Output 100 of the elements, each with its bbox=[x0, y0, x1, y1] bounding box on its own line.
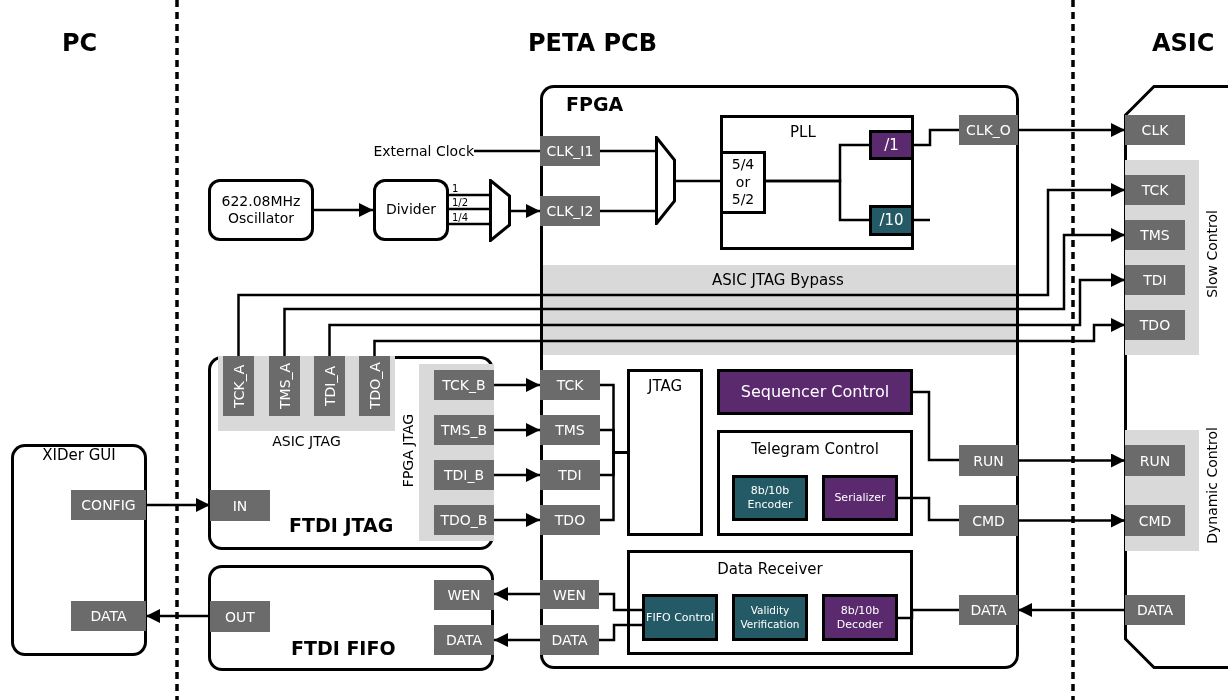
connector-line bbox=[913, 390, 959, 462]
arrow bbox=[283, 228, 1125, 356]
section-heading: PC bbox=[62, 31, 98, 55]
block-title: FPGA JTAG bbox=[401, 414, 415, 488]
block-title: Data Receiver bbox=[716, 562, 824, 577]
block-box bbox=[208, 356, 494, 550]
port-box: CLK_I1 bbox=[540, 136, 600, 166]
function-box: /1 bbox=[869, 130, 914, 160]
function-box: FIFO Control bbox=[642, 594, 718, 641]
block-title: FTDI FIFO bbox=[291, 639, 396, 658]
port-box: TCK_B bbox=[434, 370, 494, 400]
port-box: TMS_A bbox=[269, 356, 300, 416]
port-box: CLK_I2 bbox=[540, 196, 600, 226]
port-box: RUN bbox=[1125, 445, 1185, 476]
port-box: TDO_A bbox=[359, 356, 390, 416]
arrow bbox=[373, 318, 1125, 356]
port-box: IN bbox=[210, 490, 270, 521]
arrow bbox=[146, 498, 210, 512]
arrow bbox=[1018, 603, 1125, 617]
block-title: PLL bbox=[790, 125, 816, 140]
port-box: TCK_A bbox=[223, 356, 254, 416]
port-box: TCK bbox=[1125, 175, 1185, 205]
arrow bbox=[1018, 453, 1125, 468]
port-box: CLK_O bbox=[959, 115, 1018, 145]
block-box bbox=[208, 565, 494, 671]
function-box: 8b/10b Encoder bbox=[732, 475, 808, 521]
function-box: 8b/10b Decoder bbox=[822, 594, 898, 641]
connector-line bbox=[449, 193, 489, 197]
function-box: 5/4 or 5/2 bbox=[720, 151, 766, 214]
arrow bbox=[511, 204, 540, 218]
block-title: Telegram Control bbox=[750, 442, 880, 457]
arrow bbox=[1018, 513, 1125, 528]
block-title: XIDer GUI bbox=[41, 448, 117, 463]
function-box: JTAG bbox=[627, 369, 703, 536]
arrow bbox=[494, 633, 540, 647]
connector-line bbox=[914, 128, 959, 147]
arrow bbox=[494, 587, 540, 601]
edge-label: 1/2 bbox=[452, 198, 469, 208]
port-box: TMS bbox=[540, 415, 600, 445]
function-box bbox=[627, 550, 913, 655]
block-title: Slow Control bbox=[1205, 210, 1219, 298]
process-box: Divider bbox=[373, 179, 449, 241]
port-box: TDO_B bbox=[434, 505, 494, 535]
process-box: 622.08MHz Oscillator bbox=[208, 179, 314, 241]
port-box: CONFIG bbox=[71, 490, 146, 520]
arrow bbox=[494, 378, 540, 392]
multiplexer-shape bbox=[489, 179, 511, 242]
signal-label: External Clock bbox=[346, 141, 474, 161]
port-box: TDI bbox=[540, 460, 600, 490]
port-box: TDI_B bbox=[434, 460, 494, 490]
function-box: Validity Verification bbox=[732, 594, 808, 641]
function-box bbox=[720, 115, 914, 250]
port-box: CLK bbox=[1125, 115, 1185, 145]
port-box: DATA bbox=[540, 625, 599, 655]
arrow bbox=[237, 183, 1125, 356]
block-title: ASIC JTAG bbox=[271, 434, 342, 448]
connector-line bbox=[599, 592, 642, 612]
port-box: DATA bbox=[1125, 595, 1185, 625]
port-box: TCK bbox=[540, 370, 600, 400]
port-box: TDO bbox=[540, 505, 600, 535]
function-box: Sequencer Control bbox=[717, 369, 913, 415]
port-box: DATA bbox=[71, 601, 146, 631]
connector-line bbox=[474, 149, 540, 153]
port-box: WEN bbox=[540, 580, 599, 609]
port-box: CMD bbox=[959, 505, 1018, 536]
arrow bbox=[494, 513, 540, 527]
arrow bbox=[314, 203, 373, 217]
block-title: FPGA bbox=[566, 95, 624, 114]
arrow bbox=[328, 273, 1125, 356]
connector-line bbox=[449, 222, 489, 226]
section-heading: PETA PCB bbox=[528, 31, 657, 55]
arrow bbox=[494, 468, 540, 482]
function-box: Serializer bbox=[822, 475, 898, 521]
section-heading: ASIC bbox=[1152, 31, 1215, 55]
function-box bbox=[717, 430, 913, 536]
block-title: FTDI JTAG bbox=[289, 516, 394, 535]
block-title: Dynamic Control bbox=[1205, 427, 1219, 544]
port-box: TDI bbox=[1125, 265, 1185, 295]
connector-line bbox=[600, 209, 655, 213]
port-box: WEN bbox=[434, 580, 494, 610]
connector-line bbox=[449, 207, 489, 211]
port-box: TDO bbox=[1125, 310, 1185, 340]
port-box: TDI_A bbox=[314, 356, 345, 416]
edge-label: 1 bbox=[452, 184, 459, 194]
port-box: TMS bbox=[1125, 220, 1185, 250]
port-box: DATA bbox=[959, 595, 1018, 625]
connector-line bbox=[600, 149, 655, 153]
block-box bbox=[11, 444, 147, 656]
chip-outline bbox=[1124, 85, 1228, 669]
multiplexer-shape bbox=[655, 136, 676, 225]
arrow bbox=[1018, 123, 1125, 137]
port-box: CMD bbox=[1125, 505, 1185, 536]
connector-line bbox=[898, 496, 959, 522]
port-box: DATA bbox=[434, 625, 494, 655]
port-box: TMS_B bbox=[434, 415, 494, 445]
arrow bbox=[494, 423, 540, 437]
connector-line bbox=[766, 179, 869, 222]
block-box bbox=[540, 85, 1019, 669]
connector-line bbox=[676, 179, 720, 183]
port-box: RUN bbox=[959, 445, 1018, 476]
